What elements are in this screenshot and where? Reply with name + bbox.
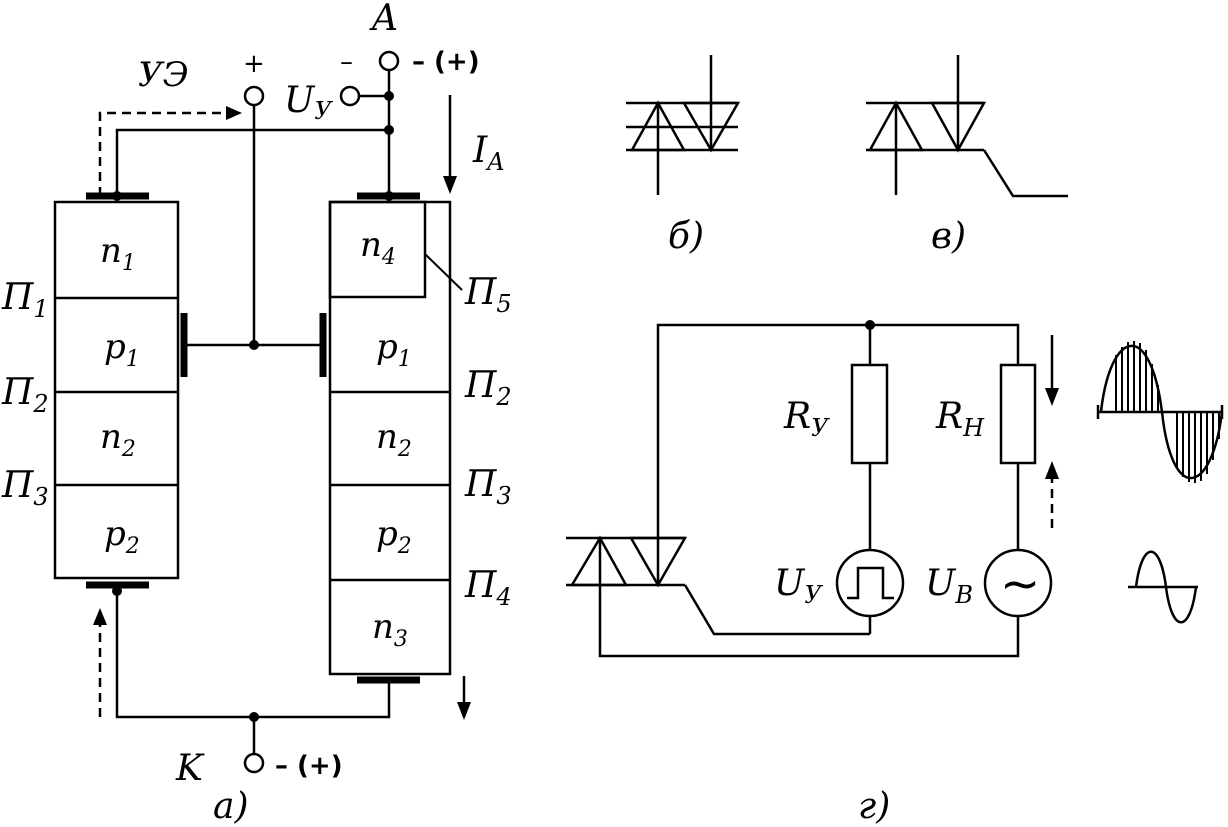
control-voltage-label: UУ	[284, 80, 333, 125]
junction-label: П2	[1, 372, 49, 418]
anode-label: A	[369, 0, 398, 39]
pulse-source-label: UУ	[774, 563, 823, 609]
junction-label: П4	[464, 565, 512, 611]
cathode-wire	[115, 585, 391, 719]
right-structure: n4 p1 n2 p2 n3 П5 П2 П3 П4	[319, 192, 512, 684]
layer-label: p2	[104, 514, 140, 559]
arrow-head	[1045, 388, 1059, 406]
layer-label: p2	[376, 514, 412, 559]
anode-terminal	[378, 50, 400, 72]
control-terminal	[243, 85, 265, 107]
caption-b: б)	[668, 216, 704, 257]
anode-polarity-right: – (+)	[412, 47, 480, 77]
panel-a: n1 p1 n2 p2 П1 П2 П3 n4 p1 n2 p2 n3 П5	[1, 0, 512, 827]
junction-dot	[249, 340, 259, 350]
ac-source-icon: ~	[983, 548, 1053, 618]
gate-wire	[683, 584, 870, 636]
cathode-terminal	[243, 752, 265, 774]
control-electrode-label: УЭ	[138, 55, 189, 95]
junction-dot	[384, 191, 394, 201]
panel-c: в)	[866, 55, 1068, 257]
cathode-polarity: – (+)	[275, 751, 343, 781]
junction-label: П3	[464, 464, 512, 510]
anode-current-label: IA	[472, 130, 505, 176]
control-resistor	[850, 363, 889, 465]
control-plus-label: +	[243, 49, 265, 79]
caption-a: а)	[213, 786, 249, 827]
left-structure: n1 p1 n2 p2 П1 П2 П3	[1, 192, 188, 589]
arrow-head	[457, 702, 471, 720]
arrow-head	[1045, 461, 1059, 479]
panel-a-wiring	[112, 50, 400, 774]
junction-label: П1	[1, 277, 49, 323]
junction-dot	[112, 191, 122, 201]
panel-d: ~ RУ RН UУ UВ г)	[566, 320, 1224, 827]
control-current-dashed-arrow	[98, 111, 228, 196]
junction-label: П5	[464, 272, 512, 318]
triac-symbol-icon	[626, 55, 741, 195]
load-resistor	[999, 363, 1037, 465]
sine-waveform-shaded-icon	[1096, 341, 1224, 483]
junction-dot	[249, 712, 259, 722]
ac-source-label: UВ	[925, 563, 973, 609]
caption-d: г)	[858, 786, 890, 827]
ac-symbol: ~	[1000, 556, 1040, 612]
control-ref-terminal	[339, 85, 361, 107]
arrow-head	[226, 106, 242, 120]
pulse-source-icon	[835, 548, 905, 618]
anode-wire	[115, 128, 389, 196]
layer-label: p1	[104, 327, 140, 372]
layer-label: n2	[376, 417, 412, 462]
junction-dot	[865, 320, 875, 330]
arrow-head	[93, 608, 107, 625]
junction-dot	[384, 91, 394, 101]
junction-leader-line	[424, 253, 463, 291]
layer-label: n1	[100, 231, 136, 276]
layer-label: n3	[372, 607, 408, 652]
triac-symbol-icon	[866, 55, 1068, 198]
anode-polarity-left: –	[340, 47, 353, 77]
junction-label: П2	[464, 365, 512, 411]
n4-region	[328, 200, 427, 299]
panel-d-wiring	[598, 320, 1020, 658]
triac-symbol-icon	[566, 535, 688, 588]
load-resistor-label: RН	[935, 396, 985, 442]
layer-label: n2	[100, 417, 136, 462]
top-rail-wire	[656, 323, 1020, 585]
panel-b: б)	[626, 55, 741, 257]
return-wire	[598, 537, 1020, 658]
layer-label: n4	[360, 225, 396, 270]
layer-label: p1	[376, 327, 412, 372]
junction-dot	[112, 586, 122, 596]
junction-dot	[384, 125, 394, 135]
left-structure-body	[53, 200, 180, 580]
sine-waveform-icon	[1128, 550, 1198, 624]
caption-c: в)	[931, 216, 966, 257]
control-resistor-label: RУ	[783, 396, 830, 442]
arrow-head	[443, 176, 457, 194]
junction-label: П3	[1, 465, 49, 511]
cathode-label: K	[175, 748, 205, 789]
